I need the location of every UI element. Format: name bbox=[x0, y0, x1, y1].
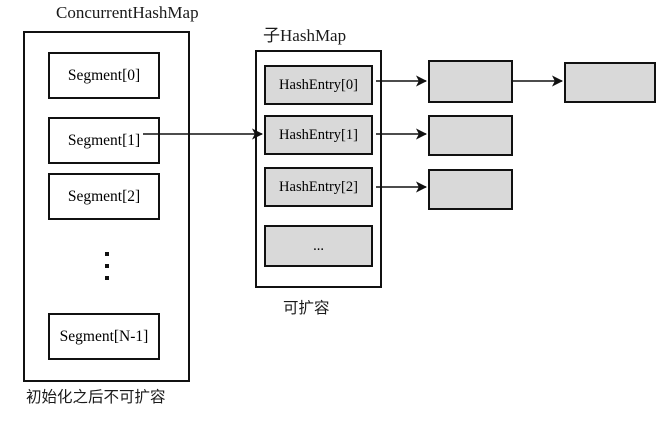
segment-box-1: Segment[1] bbox=[48, 117, 160, 164]
hashentry-box-1: HashEntry[1] bbox=[264, 115, 373, 155]
sub-hashmap-title: 子HashMap bbox=[263, 26, 347, 45]
segment-ellipsis-icon bbox=[100, 252, 114, 280]
concurrenthashmap-caption: 初始化之后不可扩容 bbox=[26, 389, 166, 406]
chain-node-2 bbox=[428, 115, 513, 156]
segment-box-0: Segment[0] bbox=[48, 52, 160, 99]
hashentry-box-ellipsis: ... bbox=[264, 225, 373, 267]
chain-node-3 bbox=[428, 169, 513, 210]
concurrenthashmap-title: ConcurrentHashMap bbox=[56, 3, 199, 22]
chain-node-1 bbox=[564, 62, 656, 103]
sub-hashmap-caption: 可扩容 bbox=[283, 300, 330, 317]
hashentry-box-0: HashEntry[0] bbox=[264, 65, 373, 105]
chain-node-0 bbox=[428, 60, 513, 103]
segment-box-2: Segment[2] bbox=[48, 173, 160, 220]
segment-box-n: Segment[N-1] bbox=[48, 313, 160, 360]
hashentry-box-2: HashEntry[2] bbox=[264, 167, 373, 207]
